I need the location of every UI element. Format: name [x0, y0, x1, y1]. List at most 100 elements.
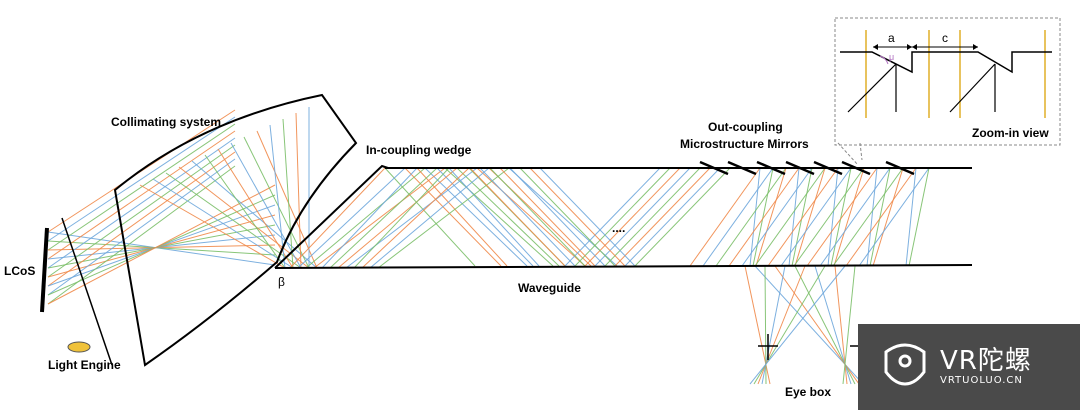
- ray-guided: [479, 167, 576, 267]
- ray-outcoupled: [728, 167, 800, 267]
- ray-outcoupled: [689, 167, 761, 267]
- ray-guided: [624, 167, 721, 267]
- ray-outcoupled: [806, 167, 878, 267]
- ray-collimated: [217, 148, 294, 269]
- waveguide-bottom-surface: [274, 264, 973, 269]
- ellipsis-label: ....: [612, 221, 625, 235]
- ray-guided: [353, 167, 450, 269]
- watermark-title: VR陀螺: [940, 346, 1032, 376]
- ray-lcos: [47, 144, 236, 278]
- zoom-dimension-c: c: [942, 31, 948, 45]
- ray-guided: [509, 167, 606, 267]
- ray-outcoupled: [908, 167, 930, 267]
- out-coupling-mirror: [699, 160, 729, 176]
- ray-outcoupled: [752, 167, 774, 267]
- ray-guided: [424, 167, 528, 267]
- ray-lcos: [47, 158, 236, 296]
- out-coupling-mirror: [785, 160, 815, 176]
- ray-lcos: [47, 165, 236, 305]
- ray-guided: [444, 167, 554, 267]
- ray-outcoupled: [754, 167, 826, 267]
- ray-guided: [361, 167, 470, 269]
- ray-guided: [564, 167, 661, 267]
- ray-collimated: [282, 118, 294, 269]
- ray-guided: [337, 167, 458, 269]
- ray-guided: [499, 167, 596, 267]
- ray-guided: [416, 167, 508, 267]
- ray-outcoupled: [845, 167, 917, 267]
- ray-outcoupled: [832, 167, 904, 267]
- zoom-angle-mu: μ: [889, 52, 894, 62]
- watermark-url: VRTUOLUO.CN: [940, 375, 1023, 386]
- ray-outcoupled: [791, 167, 813, 267]
- waveguide-label: Waveguide: [518, 281, 581, 295]
- ray-outcoupled: [794, 167, 826, 267]
- light-engine-label: Light Engine: [48, 358, 121, 372]
- ray-guided: [476, 167, 586, 267]
- out-coupling-label-line2: Microstructure Mirrors: [680, 137, 809, 151]
- out-coupling-mirror: [885, 160, 915, 176]
- ray-guided: [539, 167, 636, 267]
- collimating-system-label: Collimating system: [111, 115, 221, 129]
- ray-lcos: [47, 137, 236, 269]
- ray-guided: [404, 167, 502, 267]
- ray-exit: [842, 265, 856, 385]
- ray-collimated: [139, 184, 286, 269]
- ray-outcoupled: [819, 167, 891, 267]
- ray-collimated: [256, 130, 318, 269]
- ray-outcoupled: [793, 167, 865, 267]
- ray-guided: [313, 167, 446, 269]
- ray-outcoupled: [749, 167, 761, 267]
- out-coupling-mirror: [841, 160, 871, 176]
- light-engine: [67, 341, 91, 353]
- ray-guided: [305, 167, 426, 269]
- lcos-panel: [40, 227, 49, 313]
- ray-lcos: [47, 184, 276, 305]
- ray-outcoupled: [715, 167, 787, 267]
- ray-collimated: [178, 166, 310, 269]
- ray-exit: [749, 265, 846, 385]
- ray-guided: [321, 167, 418, 269]
- ray-collimated: [269, 124, 286, 269]
- ray-outcoupled: [905, 167, 917, 267]
- eye-box-markers: [758, 334, 870, 360]
- ray-guided: [297, 167, 406, 269]
- ray-guided: [436, 167, 534, 267]
- ray-guided: [604, 167, 701, 267]
- collimating-system: [113, 93, 358, 367]
- ray-guided: [377, 167, 510, 269]
- ray-guided: [529, 167, 626, 267]
- ray-collimated: [165, 172, 302, 269]
- ray-collimated: [295, 112, 302, 269]
- ray-guided: [448, 167, 540, 267]
- ray-collimated: [230, 142, 302, 269]
- light-rays: [47, 107, 930, 385]
- ray-guided: [456, 167, 560, 267]
- ray-outcoupled: [830, 167, 852, 267]
- ray-outcoupled: [741, 167, 813, 267]
- ray-outcoupled: [755, 167, 787, 267]
- ray-guided: [469, 167, 566, 267]
- ray-collimated: [191, 160, 318, 269]
- zoom-dimension-a: a: [888, 31, 895, 45]
- ray-guided: [329, 167, 438, 269]
- ray-guided: [614, 167, 711, 267]
- out-coupling-mirror: [756, 160, 786, 176]
- ray-lcos: [47, 123, 236, 251]
- ray-guided: [369, 167, 490, 269]
- ray-outcoupled: [858, 167, 930, 267]
- ray-collimated: [204, 154, 286, 269]
- ray-guided: [574, 167, 671, 267]
- beam-splitter: [61, 217, 113, 366]
- ray-outcoupled: [767, 167, 839, 267]
- ray-outcoupled: [780, 167, 852, 267]
- in-coupling-wedge-label: In-coupling wedge: [366, 143, 472, 157]
- beta-angle-label: β: [278, 275, 285, 289]
- ray-outcoupled: [788, 167, 800, 267]
- ray-lcos: [47, 151, 236, 287]
- out-coupling-label-line1: Out-coupling: [708, 120, 783, 134]
- ray-outcoupled: [869, 167, 891, 267]
- ray-outcoupled: [872, 167, 904, 267]
- eye-box-label: Eye box: [785, 385, 831, 399]
- ray-guided: [289, 167, 386, 269]
